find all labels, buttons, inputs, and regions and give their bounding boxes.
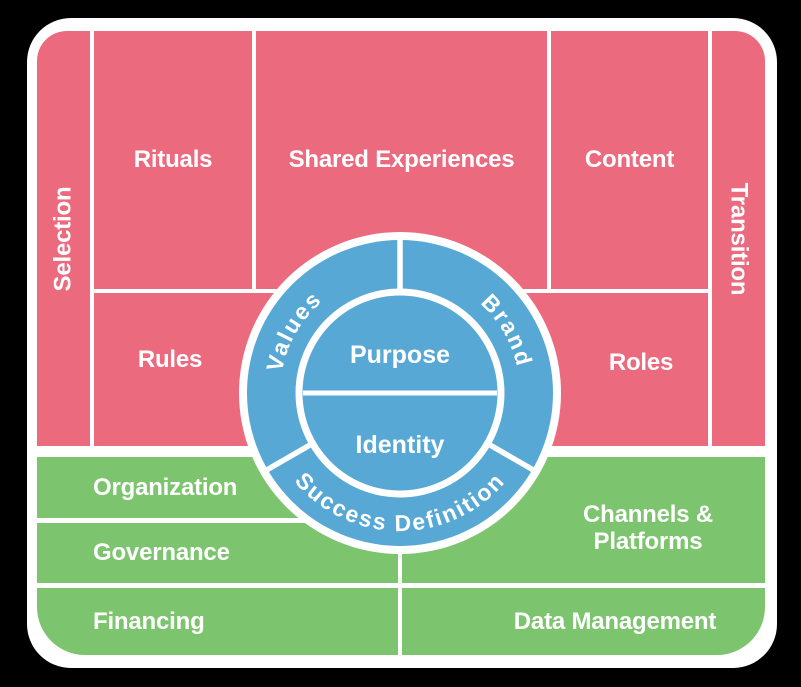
cell-governance: Governance [37,523,398,583]
roles-label: Roles [608,349,674,376]
cell-selection: Selection [37,31,90,446]
financing-label: Financing [93,607,205,635]
cell-rituals: Rituals [94,31,252,289]
cell-organization: Organization [37,457,398,518]
rituals-label: Rituals [133,146,213,173]
transition-label: Transition [725,182,753,295]
channels-platforms-label: Channels & Platforms [583,501,713,555]
shared-experiences-label: Shared Experiences [288,146,515,173]
channels-platforms-line1: Channels & [582,501,714,528]
organization-label: Organization [93,473,238,501]
data-management-label: Data Management [513,608,717,635]
channels-platforms-line2: Platforms [593,528,703,555]
governance-label: Governance [93,539,230,566]
cell-financing: Financing [37,588,398,655]
cell-shared-experiences: Shared Experiences [256,31,547,289]
selection-label: Selection [49,186,77,291]
cell-data-management [402,588,765,655]
content-label: Content [584,146,675,173]
cell-transition: Transition [712,31,765,446]
cell-content: Content [551,31,708,289]
rules-label: Rules [137,346,203,373]
